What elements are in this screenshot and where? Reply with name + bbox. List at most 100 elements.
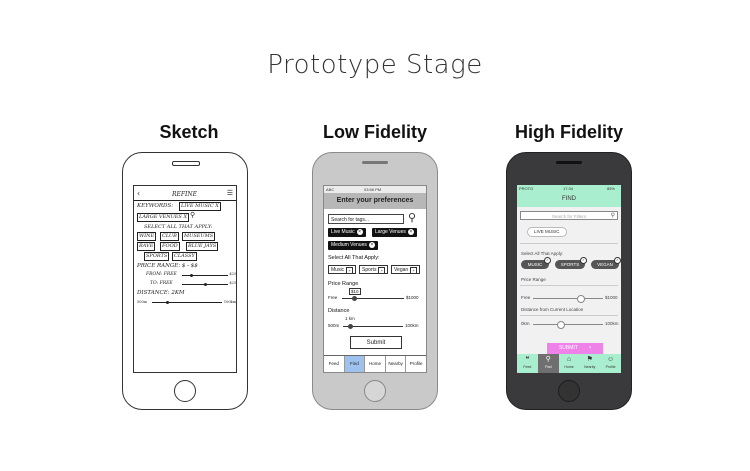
tab-feed[interactable]: Feed: [324, 356, 345, 372]
divider: [520, 315, 618, 316]
keywords-label: KEYWORDS:: [137, 203, 174, 209]
option-box[interactable]: RAVE: [137, 242, 156, 251]
remove-tag-icon[interactable]: ×: [368, 242, 375, 248]
phone-speaker: [362, 161, 388, 164]
price-slider[interactable]: [342, 298, 404, 299]
option-pill[interactable]: VEGAN✓: [591, 257, 621, 269]
divider: [520, 243, 618, 244]
home-button[interactable]: [174, 380, 196, 402]
option-checkbox[interactable]: Sports+: [359, 265, 389, 274]
tab-nearby[interactable]: ⚑ Nearby: [579, 354, 600, 373]
select-label: Select All That Apply:: [328, 255, 380, 261]
price-slider[interactable]: [533, 298, 603, 299]
tag-label: Medium Venues: [331, 242, 367, 248]
tab-find[interactable]: Find: [344, 356, 366, 372]
option-box[interactable]: FOOD: [160, 242, 180, 251]
slider-knob[interactable]: [190, 273, 193, 277]
distance-label: DISTANCE: 2KM: [137, 290, 185, 296]
filter-search-input[interactable]: Search for Filters ⚲: [520, 211, 618, 220]
sketch-screen: ‹ REFINE ☰ KEYWORDS: LIVE MUSIC X LARGE …: [133, 185, 237, 373]
tab-label: Nearby: [584, 365, 596, 369]
selected-tag[interactable]: Medium Venues×: [328, 241, 378, 250]
low-fidelity-screen: ABC 03:56 PM Enter your preferences Sear…: [323, 185, 427, 373]
map-pin-icon: ⚑: [586, 356, 593, 363]
option-label: MUSIC: [527, 262, 543, 267]
tab-profile[interactable]: ☺ Profile: [600, 354, 621, 373]
option-checkbox[interactable]: Vegan+: [391, 265, 421, 274]
tab-label: Find: [544, 365, 552, 369]
select-label: Select All That Apply:: [521, 251, 564, 256]
keyword-tag[interactable]: LIVE MUSIC X: [179, 202, 221, 211]
home-button[interactable]: [558, 380, 580, 402]
tag-label: Live Music: [331, 229, 355, 235]
distance-slider-knob[interactable]: [348, 323, 353, 329]
price-to-label: TO: FREE: [150, 281, 173, 286]
option-box[interactable]: SPORTS: [144, 252, 170, 261]
screen-header: Enter your preferences: [324, 193, 426, 209]
status-time: 17:34: [563, 186, 574, 191]
tab-home[interactable]: Home: [365, 356, 386, 372]
option-checkbox[interactable]: Music+: [328, 265, 357, 274]
submit-button[interactable]: Submit: [350, 336, 402, 349]
submit-button[interactable]: SUBMIT ›: [547, 343, 603, 354]
option-box[interactable]: CLUB: [160, 232, 179, 241]
option-box[interactable]: MUSEUMS: [182, 232, 216, 241]
option-label: SPORTS: [560, 262, 580, 267]
price-max: $1000: [605, 295, 618, 300]
menu-icon[interactable]: ☰: [226, 189, 233, 197]
option-pill[interactable]: MUSIC✓: [521, 257, 551, 269]
tab-feed[interactable]: ❝Feed: [517, 354, 538, 373]
keyword-tag[interactable]: LARGE VENUES X: [137, 213, 190, 222]
distance-slider[interactable]: [152, 302, 222, 303]
home-button[interactable]: [364, 380, 386, 402]
slider-knob[interactable]: [166, 300, 169, 304]
stage-label-high-fidelity: High Fidelity: [515, 122, 623, 142]
high-fidelity-screen: PROTO 17:34 85% FIND Search for Filters …: [517, 185, 621, 373]
high-fidelity-phone: PROTO 17:34 85% FIND Search for Filters …: [506, 152, 632, 410]
distance-label: Distance from Current Location: [521, 307, 584, 312]
search-icon[interactable]: ⚲: [610, 213, 615, 219]
distance-slider[interactable]: [533, 324, 603, 325]
option-pill[interactable]: SPORTS✓: [555, 257, 587, 269]
option-box[interactable]: BLUE JAYS: [186, 242, 219, 251]
user-icon: ☺: [607, 356, 615, 363]
header-divider: [134, 200, 236, 201]
tab-label: Feed: [523, 365, 532, 369]
tab-profile[interactable]: Profile: [409, 361, 423, 366]
option-box[interactable]: WINE: [137, 232, 157, 241]
price-from-label: FROM: FREE: [146, 272, 177, 277]
distance-label: Distance: [328, 308, 350, 314]
distance-slider[interactable]: [343, 326, 403, 327]
tab-find[interactable]: ⚲Find: [537, 354, 559, 373]
option-label: Vegan: [394, 267, 409, 273]
tab-label: Home: [564, 365, 574, 369]
tab-home[interactable]: ⌂Home: [559, 354, 580, 373]
price-range-label: Price Range: [328, 281, 359, 287]
price-slider-knob[interactable]: [352, 295, 357, 301]
option-box[interactable]: CLASSY: [172, 252, 197, 261]
price-range-label: Price Range: [521, 277, 546, 282]
price-slider-knob[interactable]: [577, 295, 585, 303]
search-placeholder: Search for Filters: [551, 214, 587, 219]
option-label: VEGAN: [597, 262, 613, 267]
tab-nearby[interactable]: Nearby: [386, 356, 407, 372]
remove-tag-icon[interactable]: ×: [356, 229, 363, 235]
divider: [520, 285, 618, 286]
price-from-end: $25: [229, 272, 236, 276]
distance-slider-knob[interactable]: [557, 321, 565, 329]
tab-label: Profile: [605, 365, 616, 369]
back-arrow-icon[interactable]: ‹: [137, 189, 141, 198]
stage-label-low-fidelity: Low Fidelity: [322, 122, 427, 142]
selected-tag[interactable]: Large Venues×: [372, 228, 417, 237]
carrier-text: PROTO: [519, 186, 534, 191]
plus-icon: +: [346, 267, 354, 274]
search-icon[interactable]: ⚲: [408, 212, 417, 224]
slider-knob[interactable]: [204, 282, 207, 286]
search-icon[interactable]: ⚲: [190, 211, 196, 219]
remove-tag-icon[interactable]: ×: [407, 229, 414, 235]
selected-tag[interactable]: LIVE MUSIC: [527, 227, 567, 237]
selected-tag[interactable]: Live Music×: [328, 228, 366, 237]
carrier-text: ABC: [326, 187, 335, 192]
price-from-slider[interactable]: [182, 275, 228, 276]
tag-search-input[interactable]: Search for tags...: [328, 214, 404, 224]
